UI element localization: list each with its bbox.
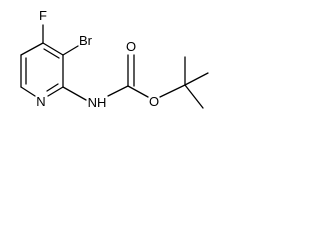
bond-tbutyl-methyl-down <box>184 84 204 109</box>
atom-label-ring-nitrogen: N <box>36 94 45 109</box>
atom-label-amide-nh: NH <box>88 95 107 110</box>
bond-ring-c2-n1-inner <box>46 83 59 92</box>
bond-ester-o-tbutyl <box>159 84 186 98</box>
bond-ring-c5-c4 <box>20 42 44 56</box>
bond-carbonyl-ester-o <box>127 85 149 98</box>
atom-label-bromine: Br <box>79 33 93 48</box>
atom-label-carbonyl-oxygen: O <box>126 39 136 54</box>
atom-label-fluorine: F <box>39 8 47 23</box>
bond-c2-nh <box>62 86 87 101</box>
bond-tbutyl-methyl-right <box>184 72 209 86</box>
bond-nh-carbonyl <box>107 85 129 97</box>
bond-ring-c4-c3 <box>42 42 64 56</box>
bond-ring-n1-c6 <box>20 86 36 97</box>
bond-ring-c4-c3-inner <box>43 48 60 59</box>
bond-ring-c2-n1-outer <box>47 86 64 97</box>
atom-label-ester-oxygen: O <box>149 94 159 109</box>
bond-c3-br <box>62 45 79 56</box>
molecule-structure: F Br N NH O O <box>20 8 209 110</box>
